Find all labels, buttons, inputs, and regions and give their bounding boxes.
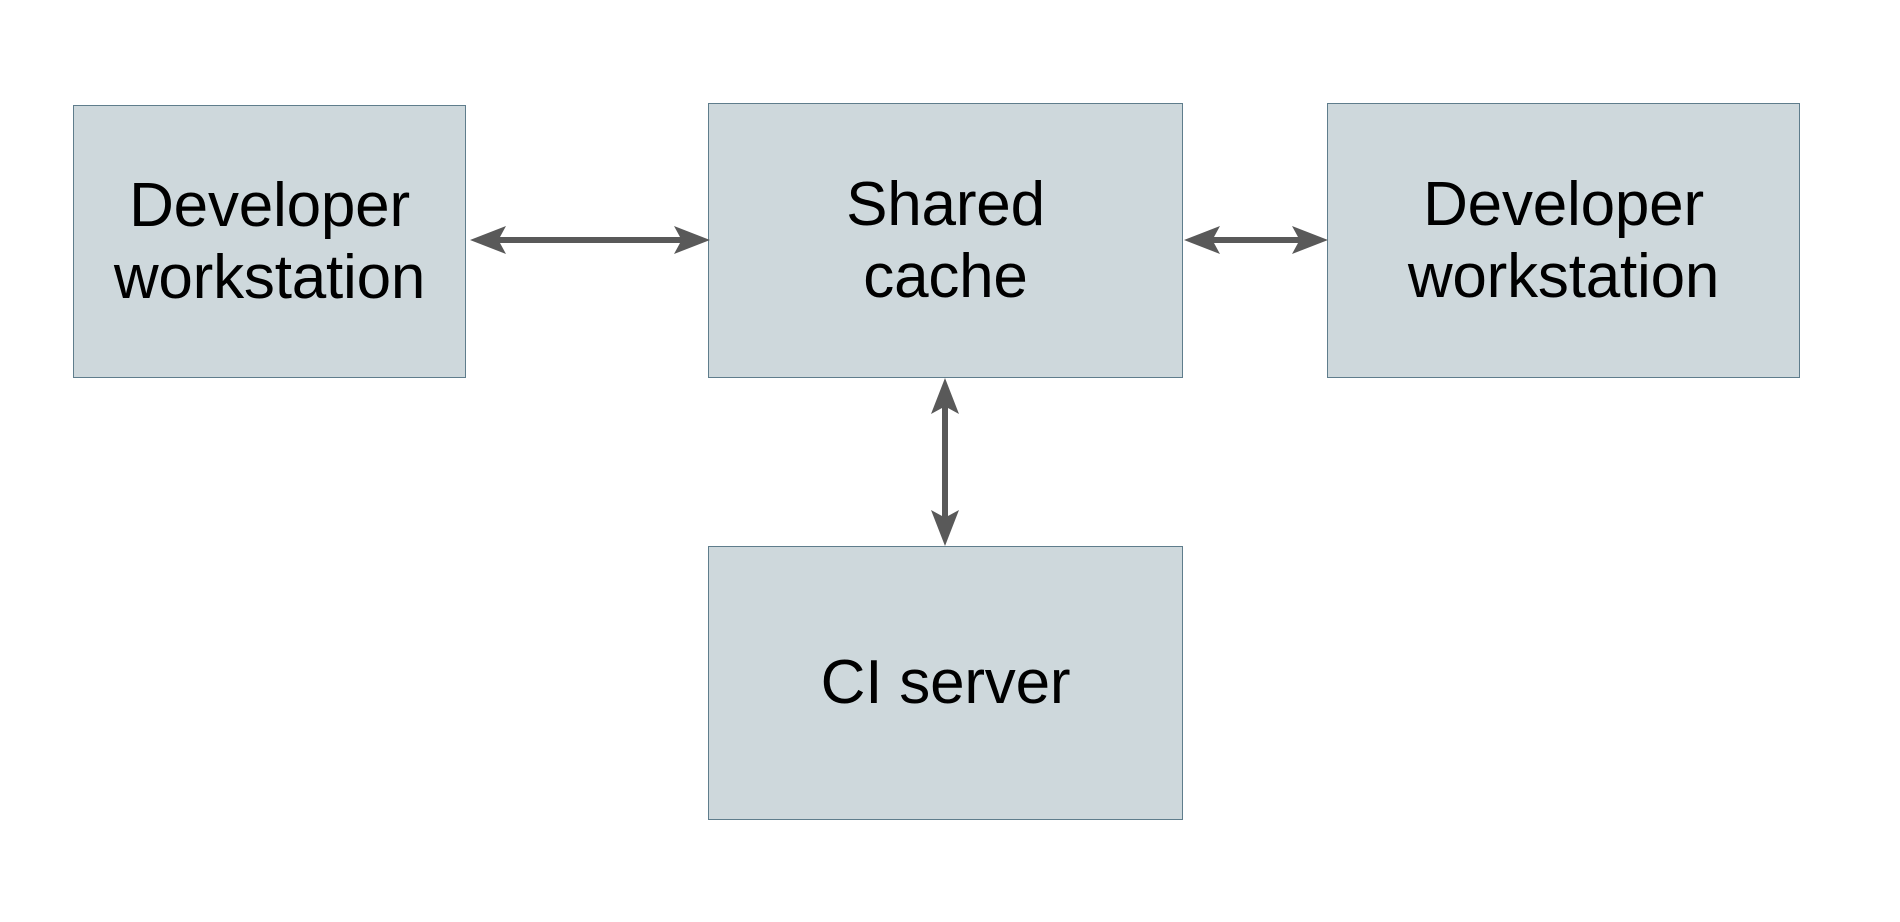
edge-shared-cache-to-ci-server[interactable] <box>911 370 979 554</box>
node-ci-server[interactable]: CI server <box>708 546 1183 820</box>
edge-developer-workstation-left-to-shared-cache[interactable] <box>460 206 720 274</box>
node-developer-workstation-left[interactable]: Developer workstation <box>73 105 466 378</box>
node-developer-workstation-right[interactable]: Developer workstation <box>1327 103 1800 378</box>
edge-shared-cache-to-developer-workstation-right[interactable] <box>1176 206 1336 274</box>
node-shared-cache[interactable]: Shared cache <box>708 103 1183 378</box>
